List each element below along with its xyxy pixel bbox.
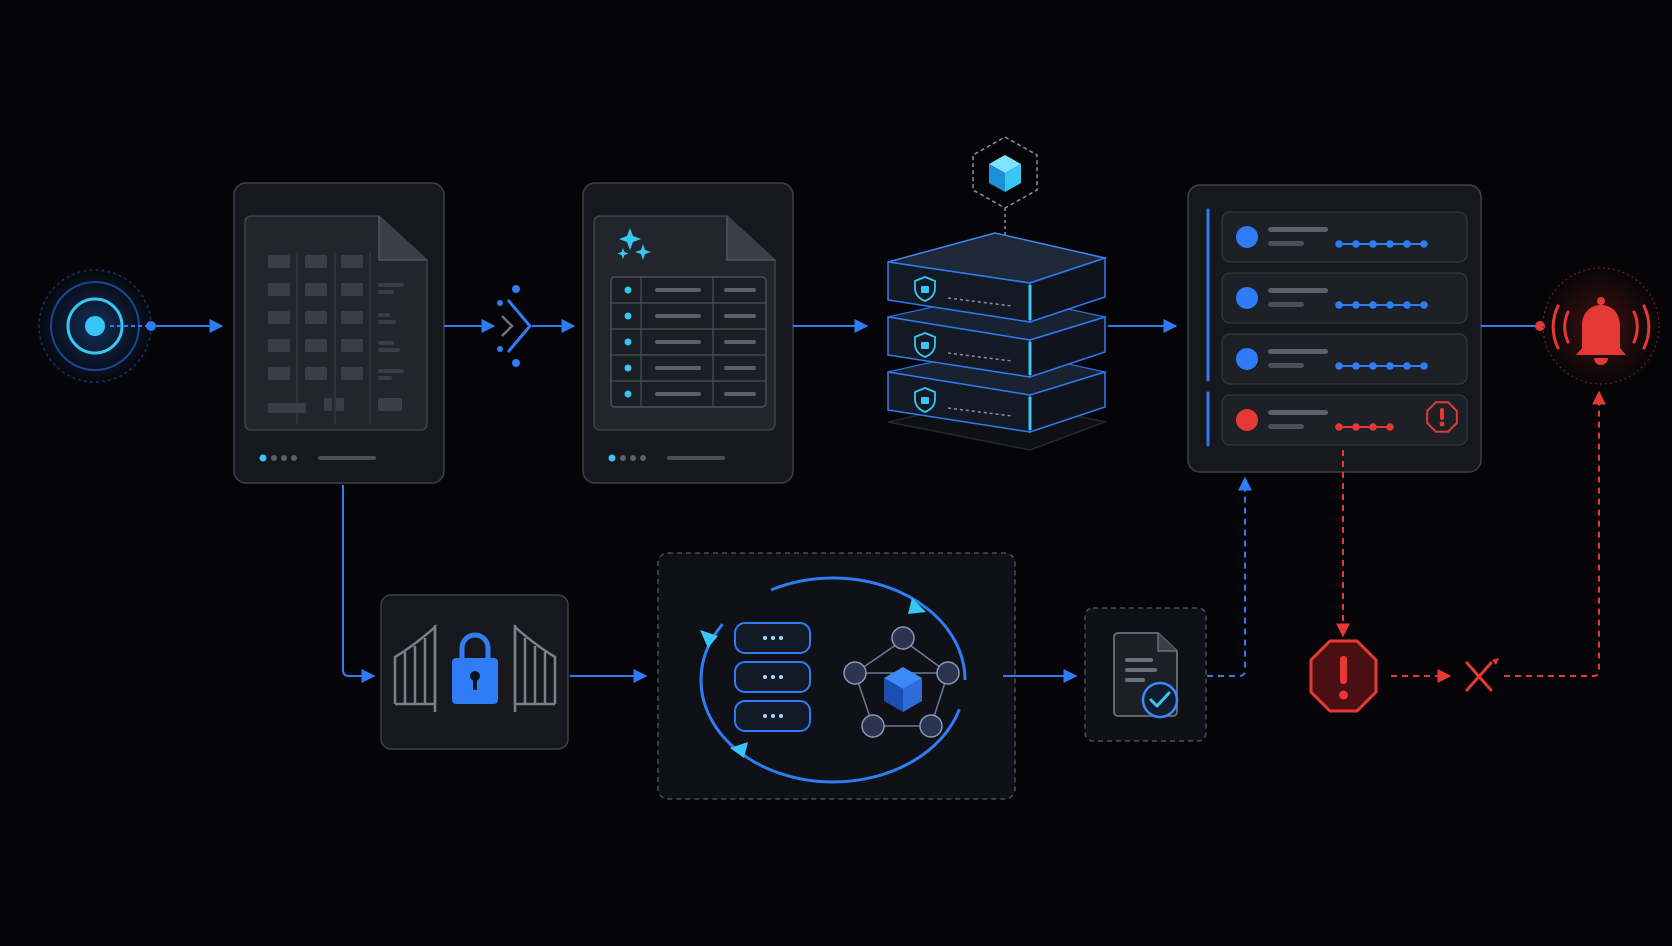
- raw-data-card: [233, 182, 445, 484]
- status-dot: [1236, 287, 1258, 309]
- timeline-point: [1386, 362, 1394, 370]
- timeline-point: [1335, 362, 1343, 370]
- network-cube-icon: [843, 626, 960, 738]
- hex-cube-icon: [972, 136, 1038, 258]
- dashboard-row: [1221, 272, 1468, 324]
- timeline-point: [1369, 240, 1377, 248]
- verified-document-icon: [1084, 607, 1207, 742]
- connector-source-to-raw: [110, 319, 224, 333]
- alarm-bell-icon: [1539, 264, 1663, 388]
- transform-chevron-icon: [497, 285, 532, 367]
- timeline-point: [1352, 362, 1360, 370]
- dashboard-row: [1221, 333, 1468, 385]
- alert-octagon-small-icon: [1426, 401, 1458, 433]
- shield-lock-icon: [914, 276, 936, 413]
- timeline-point: [1403, 362, 1411, 370]
- padlock-gate-icon: [380, 594, 569, 750]
- status-dot: [1236, 226, 1258, 248]
- timeline-point: [1369, 362, 1377, 370]
- dashboard-rows: [1221, 211, 1468, 446]
- alert-octagon-icon: [1309, 639, 1378, 713]
- timeline-point: [1420, 301, 1428, 309]
- timeline-point: [1386, 423, 1394, 431]
- timeline-point: [1403, 301, 1411, 309]
- processed-data-card: [582, 182, 794, 484]
- ai-sparkle-document-icon: [593, 215, 776, 431]
- timeline-point: [1403, 240, 1411, 248]
- status-dot: [1236, 348, 1258, 370]
- sync-loop-icon: [657, 552, 1016, 800]
- secure-storage-stack-icon: [887, 232, 1108, 451]
- raw-table-document-icon: [244, 215, 428, 431]
- timeline-point: [1352, 240, 1360, 248]
- sparkle-icon: [617, 228, 651, 260]
- timeline-point: [1352, 301, 1360, 309]
- timeline-point: [1335, 240, 1343, 248]
- status-dashboard-icon: [1187, 184, 1482, 473]
- blocked-x-icon: [1465, 658, 1499, 692]
- timeline-point: [1386, 240, 1394, 248]
- server-list-icon: [734, 622, 811, 732]
- dashboard-row-alert: [1221, 394, 1468, 446]
- dashboard-row: [1221, 211, 1468, 263]
- timeline-point: [1386, 301, 1394, 309]
- timeline-point: [1352, 423, 1360, 431]
- timeline-point: [1335, 301, 1343, 309]
- timeline-point: [1420, 362, 1428, 370]
- radar-source-icon: [35, 266, 155, 386]
- timeline-point: [1420, 240, 1428, 248]
- timeline-point: [1369, 423, 1377, 431]
- status-dot: [1236, 409, 1258, 431]
- timeline-point: [1335, 423, 1343, 431]
- timeline-point: [1369, 301, 1377, 309]
